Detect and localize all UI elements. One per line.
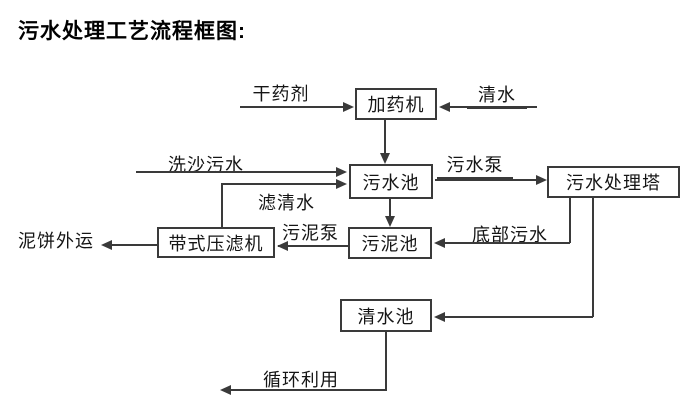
arrowhead-right-icon xyxy=(536,175,547,185)
node-clean-water-pool: 清水池 xyxy=(340,299,432,332)
arrowhead-right-icon xyxy=(336,179,347,189)
node-belt-filter-press: 带式压滤机 xyxy=(157,227,275,258)
arrow-dry-agent-line xyxy=(240,106,343,108)
label-dry-agent: 干药剂 xyxy=(248,80,314,108)
page-title: 污水处理工艺流程框图: xyxy=(18,20,246,43)
arrowhead-left-icon xyxy=(434,238,445,248)
arrow-clean-water-line xyxy=(450,106,537,108)
arrow-sand-washing-line xyxy=(136,171,336,173)
node-clean-water-pool-label: 清水池 xyxy=(357,306,415,327)
node-dosing-machine: 加药机 xyxy=(355,88,437,120)
arrow-recycle-line xyxy=(231,389,387,391)
node-sewage-pool: 污水池 xyxy=(349,164,433,199)
arrow-recycle-vline xyxy=(385,332,387,390)
arrow-tower-to-cleanpool-line xyxy=(445,316,593,318)
arrowhead-right-icon xyxy=(336,167,347,177)
arrowhead-right-icon xyxy=(343,102,354,112)
arrowhead-left-icon xyxy=(220,385,231,395)
arrowhead-down-icon xyxy=(385,216,395,227)
label-sewage-pump: 污水泵 xyxy=(437,151,513,179)
node-treatment-tower: 污水处理塔 xyxy=(547,166,680,198)
label-sand-washing-sewage: 洗沙污水 xyxy=(168,155,244,175)
node-sludge-pool-label: 污泥池 xyxy=(361,234,419,254)
arrow-filtered-water-vline xyxy=(221,183,223,227)
label-mud-cake-out: 泥饼外运 xyxy=(18,231,94,251)
arrowhead-left-icon xyxy=(439,102,450,112)
label-filtered-water: 滤清水 xyxy=(258,193,315,213)
label-clean-water: 清水 xyxy=(467,81,527,109)
arrow-dosing-to-sewage-line xyxy=(384,120,386,153)
arrow-mud-cake-line xyxy=(112,244,157,246)
node-treatment-tower-label: 污水处理塔 xyxy=(566,173,661,193)
label-bottom-sewage: 底部污水 xyxy=(472,225,548,245)
arrow-bottom-sewage-line xyxy=(445,242,570,244)
arrowhead-down-icon xyxy=(380,153,390,164)
node-dosing-machine-label: 加药机 xyxy=(367,95,425,115)
node-belt-filter-press-label: 带式压滤机 xyxy=(168,233,264,254)
node-sewage-pool-label: 污水池 xyxy=(362,172,420,193)
arrowhead-left-icon xyxy=(277,241,288,251)
arrow-bottom-sewage-vline xyxy=(569,198,571,243)
node-sludge-pool: 污泥池 xyxy=(348,227,432,259)
label-recycle: 循环利用 xyxy=(263,370,339,390)
arrow-sludge-pump-line xyxy=(288,245,348,247)
arrowhead-left-icon xyxy=(434,312,445,322)
arrow-sewage-pump-line xyxy=(435,179,536,181)
arrow-sewage-to-sludge-line xyxy=(389,199,391,216)
arrowhead-left-icon xyxy=(101,240,112,250)
arrow-filtered-water-line xyxy=(222,183,336,185)
arrow-tower-to-cleanpool-vline xyxy=(592,198,594,317)
